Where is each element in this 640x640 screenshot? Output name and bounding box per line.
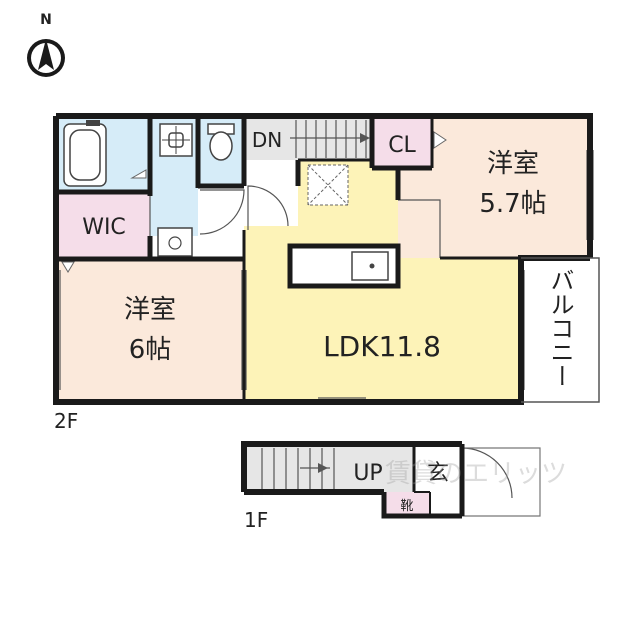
door-swings bbox=[149, 185, 441, 258]
floor-1f-label: 1F bbox=[244, 508, 268, 532]
ldk-label: LDK11.8 bbox=[323, 330, 441, 363]
western-room-left-name: 洋室 bbox=[124, 295, 176, 325]
floor-1f: UP 玄 靴 1F bbox=[241, 441, 541, 532]
western-room-left bbox=[58, 259, 244, 400]
wic-room bbox=[58, 193, 150, 259]
closet bbox=[372, 118, 432, 168]
refrigerator-space bbox=[307, 164, 349, 206]
compass-label: N bbox=[40, 12, 52, 28]
entrance-door-swing bbox=[461, 447, 513, 499]
balcony-label: バルコニー bbox=[546, 268, 574, 388]
walls-2f bbox=[53, 113, 600, 405]
wash-basin-icon bbox=[157, 227, 193, 257]
watermark-text: 賃貸のエリッツ bbox=[385, 459, 567, 489]
stairs-up-treads bbox=[261, 448, 335, 490]
western-room-right-name: 洋室 bbox=[487, 149, 539, 179]
shoe-box-label: 靴 bbox=[400, 499, 413, 514]
floor-2f-label: 2F bbox=[54, 409, 78, 433]
western-room-left-size: 6帖 bbox=[129, 335, 172, 365]
stairs-up-label: UP bbox=[353, 461, 382, 486]
stairs-down-treads bbox=[290, 120, 370, 158]
stairs-down-label: DN bbox=[252, 128, 282, 152]
bathtub-icon bbox=[63, 120, 107, 187]
washing-machine-icon bbox=[159, 123, 193, 157]
entrance-label: 玄 bbox=[427, 461, 449, 486]
wic-label: WIC bbox=[82, 215, 126, 240]
porch bbox=[462, 447, 541, 517]
closet-door-icon bbox=[433, 131, 447, 149]
toilet-icon bbox=[207, 123, 235, 161]
western-room-right-size: 5.7帖 bbox=[479, 189, 546, 219]
closet-label: CL bbox=[388, 133, 416, 158]
shoe-box bbox=[384, 492, 430, 516]
walls-1f bbox=[241, 441, 465, 519]
north-arrow-icon bbox=[38, 39, 54, 70]
compass: N bbox=[27, 12, 65, 77]
balcony bbox=[521, 258, 599, 400]
floor-2f: DN CL WIC 洋室 5.7帖 洋室 6帖 LDK11.8 バルコニー 2F bbox=[53, 113, 600, 433]
entrance bbox=[414, 446, 462, 492]
stairs-down-area bbox=[244, 118, 372, 160]
kitchen-counter bbox=[287, 243, 401, 289]
